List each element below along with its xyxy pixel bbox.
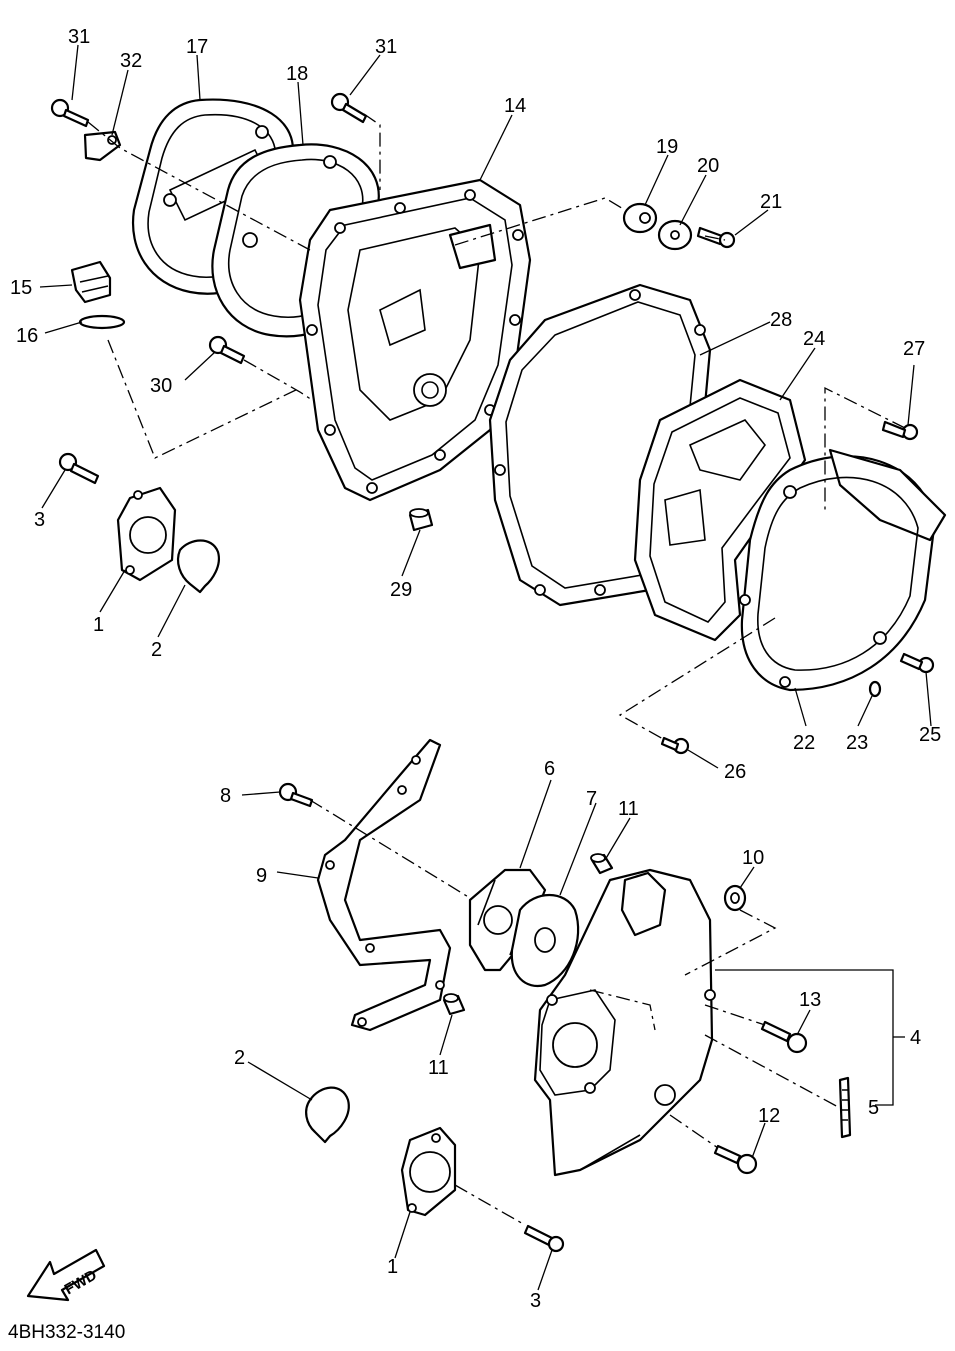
part-11-dowel-a xyxy=(590,853,614,875)
callout-14: 14 xyxy=(504,95,526,117)
part-9-gasket xyxy=(316,738,452,1032)
callout-6: 6 xyxy=(544,758,555,780)
part-21-bolt xyxy=(696,226,736,249)
part-1-cover-a xyxy=(116,486,177,582)
callout-19: 19 xyxy=(656,136,678,158)
part-31-bolt-a xyxy=(50,98,90,128)
part-8-bolt xyxy=(278,782,314,808)
callout-2: 2 xyxy=(234,1047,245,1069)
callout-17: 17 xyxy=(186,36,208,58)
callout-5: 5 xyxy=(868,1097,879,1119)
part-23-dowel xyxy=(868,680,882,698)
part-31-bolt-b xyxy=(330,92,368,124)
part-12-bolt xyxy=(713,1144,758,1175)
part-5-label xyxy=(838,1076,852,1139)
part-22-generator-cover xyxy=(739,448,947,692)
part-29-dowel xyxy=(408,508,434,532)
part-11-dowel-b xyxy=(442,993,466,1016)
callout-12: 12 xyxy=(758,1105,780,1127)
part-32-clamp xyxy=(83,130,122,162)
part-3-screw-a xyxy=(58,452,100,485)
callout-4: 4 xyxy=(910,1027,921,1049)
part-20-washer xyxy=(657,219,693,251)
callout-20: 20 xyxy=(697,155,719,177)
callout-29: 29 xyxy=(390,579,412,601)
callout-28: 28 xyxy=(770,309,792,331)
part-30-bolt xyxy=(208,335,246,365)
callout-31: 31 xyxy=(375,36,397,58)
alignment-lines-upper xyxy=(87,113,906,741)
callout-2: 2 xyxy=(151,639,162,661)
callout-18: 18 xyxy=(286,63,308,85)
part-19-grommet xyxy=(622,202,658,234)
part-15-filler-cap xyxy=(70,260,112,304)
part-26-bolt xyxy=(660,736,690,755)
part-10-washer xyxy=(723,884,747,912)
leader-lines xyxy=(39,44,932,1291)
part-7-plate xyxy=(510,894,580,988)
fwd-arrow-icon: FWD xyxy=(26,1248,106,1302)
callout-3: 3 xyxy=(530,1290,541,1312)
callout-7: 7 xyxy=(586,788,597,810)
callout-24: 24 xyxy=(803,328,825,350)
callout-labels: 31 32 17 18 31 14 19 20 21 15 16 30 28 2… xyxy=(10,26,941,1312)
callout-9: 9 xyxy=(256,865,267,887)
callout-3: 3 xyxy=(34,509,45,531)
part-14-crankcase-cover xyxy=(298,178,532,502)
callout-26: 26 xyxy=(724,761,746,783)
part-3-screw-b xyxy=(523,1224,565,1253)
callout-31: 31 xyxy=(68,26,90,48)
part-1-cover-b xyxy=(400,1126,457,1217)
callout-22: 22 xyxy=(793,732,815,754)
callout-11: 11 xyxy=(618,798,639,820)
part-2-gasket-b xyxy=(305,1086,350,1144)
callout-13: 13 xyxy=(799,989,821,1011)
part-27-bolt xyxy=(881,420,919,441)
callout-1: 1 xyxy=(93,614,104,636)
callout-16: 16 xyxy=(16,325,38,347)
callout-15: 15 xyxy=(10,277,32,299)
callout-25: 25 xyxy=(919,724,941,746)
part-16-o-ring xyxy=(78,314,126,330)
alignment-lines-lower xyxy=(309,799,841,1226)
part-2-gasket-a xyxy=(176,539,220,594)
callout-21: 21 xyxy=(760,191,782,213)
callout-30: 30 xyxy=(150,375,172,397)
group-bracket-4 xyxy=(715,969,905,1106)
callout-10: 10 xyxy=(742,847,764,869)
callout-32: 32 xyxy=(120,50,142,72)
callout-1: 1 xyxy=(387,1256,398,1278)
callout-23: 23 xyxy=(846,732,868,754)
part-25-bolt xyxy=(899,652,935,674)
diagram-code: 4BH332-3140 xyxy=(8,1322,125,1343)
callout-11: 11 xyxy=(428,1057,449,1079)
callout-27: 27 xyxy=(903,338,925,360)
callout-8: 8 xyxy=(220,785,231,807)
part-13-bolt xyxy=(760,1020,808,1054)
part-4-clutch-cover xyxy=(533,868,716,1177)
